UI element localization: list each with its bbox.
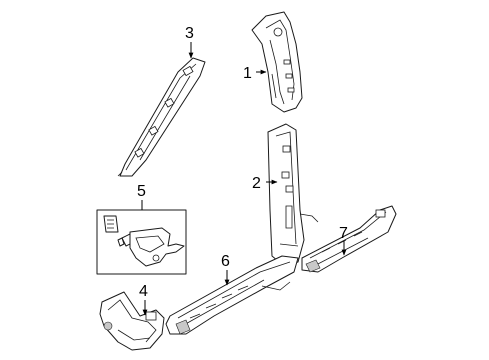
part-5-group[interactable] (96, 209, 187, 275)
callout-7: 7 (339, 225, 348, 242)
front-sill-plate[interactable] (165, 255, 299, 335)
kick-panel[interactable] (99, 291, 165, 351)
a-pillar-trim[interactable] (117, 57, 206, 177)
b-pillar-upper-trim[interactable] (251, 11, 303, 113)
b-pillar-lower-trim[interactable] (267, 123, 319, 267)
rear-sill-plate[interactable] (301, 205, 397, 273)
callout-3: 3 (185, 25, 194, 42)
callout-2: 2 (252, 175, 261, 192)
callout-6: 6 (221, 253, 230, 270)
callout-5: 5 (137, 183, 146, 200)
callout-4: 4 (139, 283, 148, 300)
callout-1: 1 (243, 65, 252, 82)
